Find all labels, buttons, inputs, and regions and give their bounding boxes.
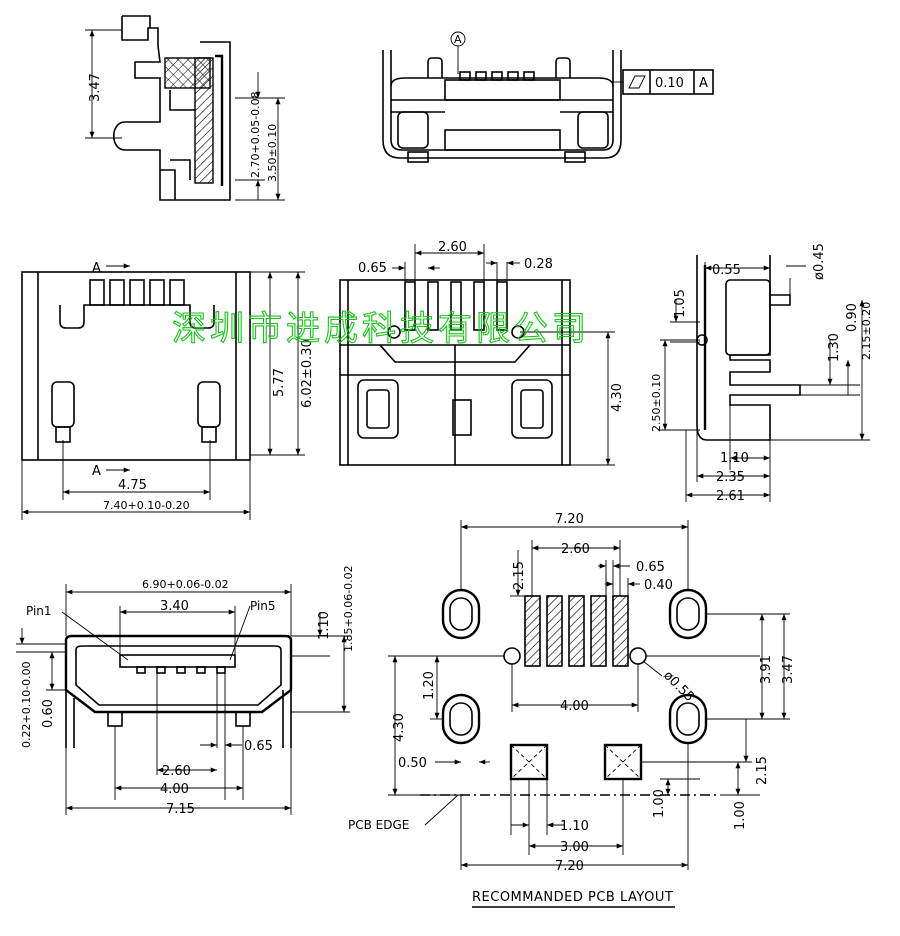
dim-6-02: 6.02±0.30 [300,339,315,408]
pcb-dim-2-15-top: 2.15 [512,561,527,590]
top-side-view: 3.47 2.70+0.05-0.08 3.50±0.10 [85,15,285,201]
section-mark-a-top: A [92,261,101,276]
pcb-layout: 7.20 2.60 2.15 0.65 0.40 3.91 3.47 ø0.55… [348,512,796,908]
dim-0-22: 0.22+0.10-0.00 [20,661,33,748]
section-mark-a-bottom: A [92,464,101,479]
dim-3-40: 3.40 [160,599,189,614]
dim-6-90: 6.90+0.06-0.02 [142,578,229,591]
mid-right-view: 0.55 ø0.45 1.05 1.30 0.90 2.15±0.20 2.50… [650,243,873,504]
dim-7-15: 7.15 [166,802,195,817]
pcb-dim-2-15-right: 2.15 [755,756,770,785]
pcb-dim-1-00-outer: 1.00 [733,801,748,830]
dim-2-60: 2.60 [438,240,467,255]
dim-3-47: 3.47 [88,73,103,102]
pin5-label: Pin5 [250,599,276,613]
dim-0-28: 0.28 [524,257,553,272]
pcb-dim-7-20-bottom: 7.20 [555,859,584,874]
pcb-dim-0-50: 0.50 [398,756,427,771]
dim-0-60: 0.60 [41,699,56,728]
dim-4-30: 4.30 [610,383,625,412]
pcb-dim-2-60: 2.60 [561,542,590,557]
dim-7-40: 7.40+0.10-0.20 [103,499,190,512]
dim-2-50: 2.50±0.10 [650,374,663,432]
flatness-symbol-icon [628,75,646,89]
pcb-dim-1-20: 1.20 [422,671,437,700]
pcb-dim-0-65: 0.65 [636,560,665,575]
dim-0-55: 0.55 [712,263,741,278]
dim-2-61: 2.61 [716,489,745,504]
pcb-dim-phi-0-55: ø0.55 [660,668,697,705]
dim-0-65-bl: 0.65 [244,739,273,754]
dim-3-50: 3.50±0.10 [266,124,279,182]
tolerance-ref: A [699,76,708,91]
tolerance-value: 0.10 [655,76,684,91]
dim-1-10: 1.10 [720,451,749,466]
dim-5-77: 5.77 [272,368,287,397]
dim-2-15: 2.15±0.20 [860,302,873,360]
dim-1-10-bl: 1.10 [317,611,332,640]
pcb-dim-0-40: 0.40 [644,578,673,593]
pcb-dim-1-10: 1.10 [560,819,589,834]
pcb-dim-3-00: 3.00 [560,840,589,855]
pcb-dim-3-91: 3.91 [759,655,774,684]
datum-a-label: A [454,33,462,46]
top-front-view: A 0.10 A [382,31,714,163]
pcb-dim-1-00-inner: 1.00 [652,789,667,818]
dim-phi-0-45: ø0.45 [812,243,827,280]
pcb-dim-3-47: 3.47 [781,655,796,684]
dim-1-05: 1.05 [673,289,688,318]
pcb-edge-label: PCB EDGE [348,818,409,832]
bottom-left-view: Pin1 Pin5 6.90+0.06-0.02 3.40 1.10 1.85+… [16,565,355,817]
dim-2-60-bl: 2.60 [162,764,191,779]
dim-2-70: 2.70+0.05-0.08 [249,91,262,178]
dim-0-65: 0.65 [358,261,387,276]
pcb-dim-4-30: 4.30 [392,713,407,742]
pcb-dim-7-20-top: 7.20 [555,512,584,527]
mid-center-view: 2.60 0.65 0.28 4.30 [339,240,625,466]
company-watermark: 深圳市进成科技有限公司 [172,309,590,349]
dim-4-75: 4.75 [118,478,147,493]
dim-0-90: 0.90 [845,303,860,332]
dim-4-00-bl: 4.00 [160,782,189,797]
dim-2-35: 2.35 [716,470,745,485]
dim-1-85: 1.85+0.06-0.02 [342,565,355,652]
dim-1-30: 1.30 [827,333,842,362]
pcb-layout-title: RECOMMANDED PCB LAYOUT [472,890,673,905]
mid-left-view: A A 5.77 6.02±0.30 4.75 7.40+0.10-0.20 [21,261,315,520]
pin1-label: Pin1 [26,604,52,618]
pcb-dim-4-00: 4.00 [560,699,589,714]
